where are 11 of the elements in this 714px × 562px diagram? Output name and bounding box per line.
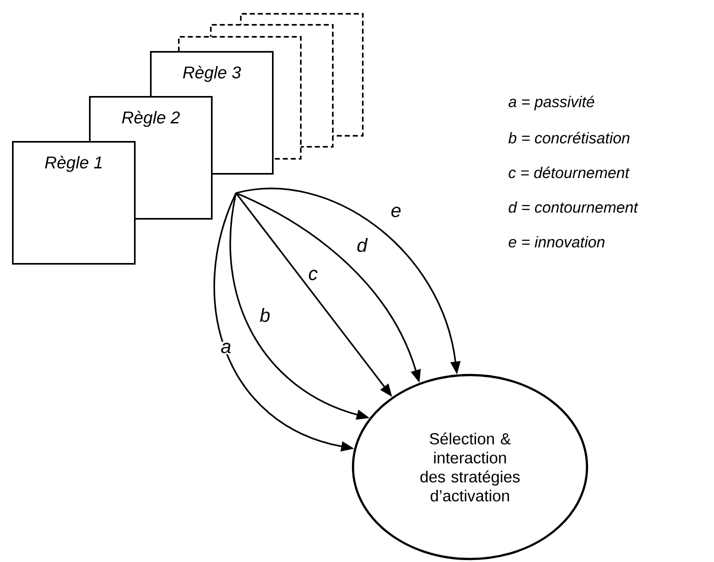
legend-text: c = détournement bbox=[508, 166, 630, 178]
edge-label: b bbox=[258, 307, 272, 323]
edge-label: e bbox=[390, 206, 402, 218]
ellipse-node: Sélection & interaction des stratégies d’activation bbox=[352, 374, 588, 560]
legend-text: e = innovation bbox=[508, 236, 604, 248]
legend-text: a = passivité bbox=[508, 96, 594, 110]
legend-text: b = concrétisation bbox=[508, 132, 630, 144]
edge-label: c bbox=[307, 268, 319, 282]
edge-label: d bbox=[356, 237, 368, 253]
edge-label: a bbox=[220, 342, 232, 354]
legend-text: d = contournement bbox=[508, 201, 638, 213]
